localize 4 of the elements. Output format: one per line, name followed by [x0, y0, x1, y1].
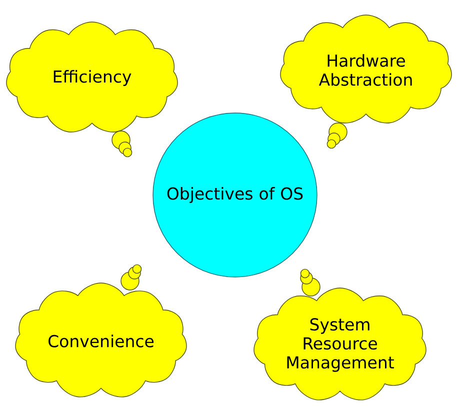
thought-bubble: Hardware Abstraction	[280, 14, 452, 149]
thought-bubble: Convenience	[15, 264, 187, 398]
thought-bubble: System Resource Management	[254, 268, 426, 400]
thought-bubble: Efficiency	[6, 22, 178, 158]
